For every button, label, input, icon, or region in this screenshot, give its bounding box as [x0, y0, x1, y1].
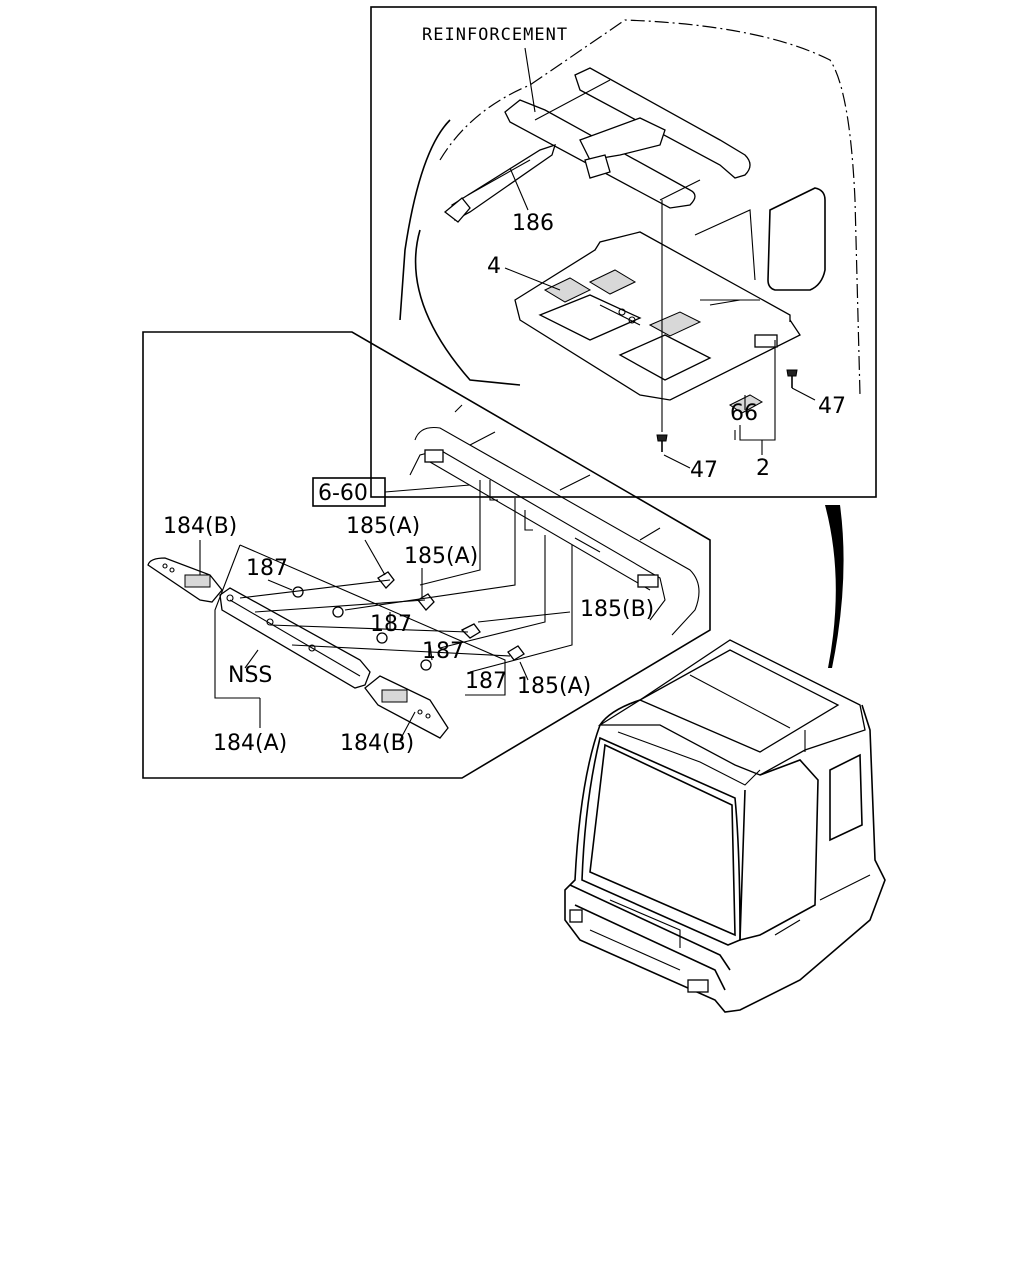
- part-4-console: [514, 231, 801, 401]
- label-185a-3: 185(A): [517, 674, 591, 699]
- label-47-left: 47: [690, 458, 718, 483]
- label-185a-2: 185(A): [404, 544, 478, 569]
- label-184b-bottom: 184(B): [340, 731, 414, 756]
- part-184b-bottom: [364, 675, 449, 739]
- label-2: 2: [756, 456, 770, 481]
- top-detail-panel: REINFORCEMENT 186 4 66 47 47 2: [370, 6, 877, 498]
- cab-overview: [564, 639, 886, 1013]
- reinforcement-frame: [504, 67, 751, 209]
- label-4: 4: [487, 254, 501, 279]
- screw-47-left: [656, 434, 668, 452]
- label-47-right: 47: [818, 394, 846, 419]
- label-nss: NSS: [228, 663, 272, 688]
- label-187-2: 187: [370, 612, 412, 637]
- label-reinforcement: REINFORCEMENT: [422, 25, 568, 45]
- part-186: [443, 143, 556, 223]
- label-6-60: 6-60: [318, 481, 368, 506]
- label-184b-top: 184(B): [163, 514, 237, 539]
- left-detail-panel: 6-60 184(B) 185(A) 185(A) 187 187 187 18…: [142, 331, 711, 779]
- part-66: [729, 394, 764, 414]
- label-186: 186: [512, 211, 554, 236]
- pointer-arrow: [825, 505, 844, 668]
- label-184a: 184(A): [213, 731, 287, 756]
- part-184b-top: [147, 557, 223, 603]
- label-187-4: 187: [465, 669, 507, 694]
- label-187-3: 187: [422, 639, 464, 664]
- label-187-1: 187: [246, 556, 288, 581]
- label-185b: 185(B): [580, 597, 654, 622]
- roof-console: [409, 404, 700, 636]
- part-184a-strip: [219, 587, 371, 689]
- label-185a-1: 185(A): [346, 514, 420, 539]
- label-66: 66: [730, 401, 758, 426]
- screw-47-right: [786, 369, 798, 388]
